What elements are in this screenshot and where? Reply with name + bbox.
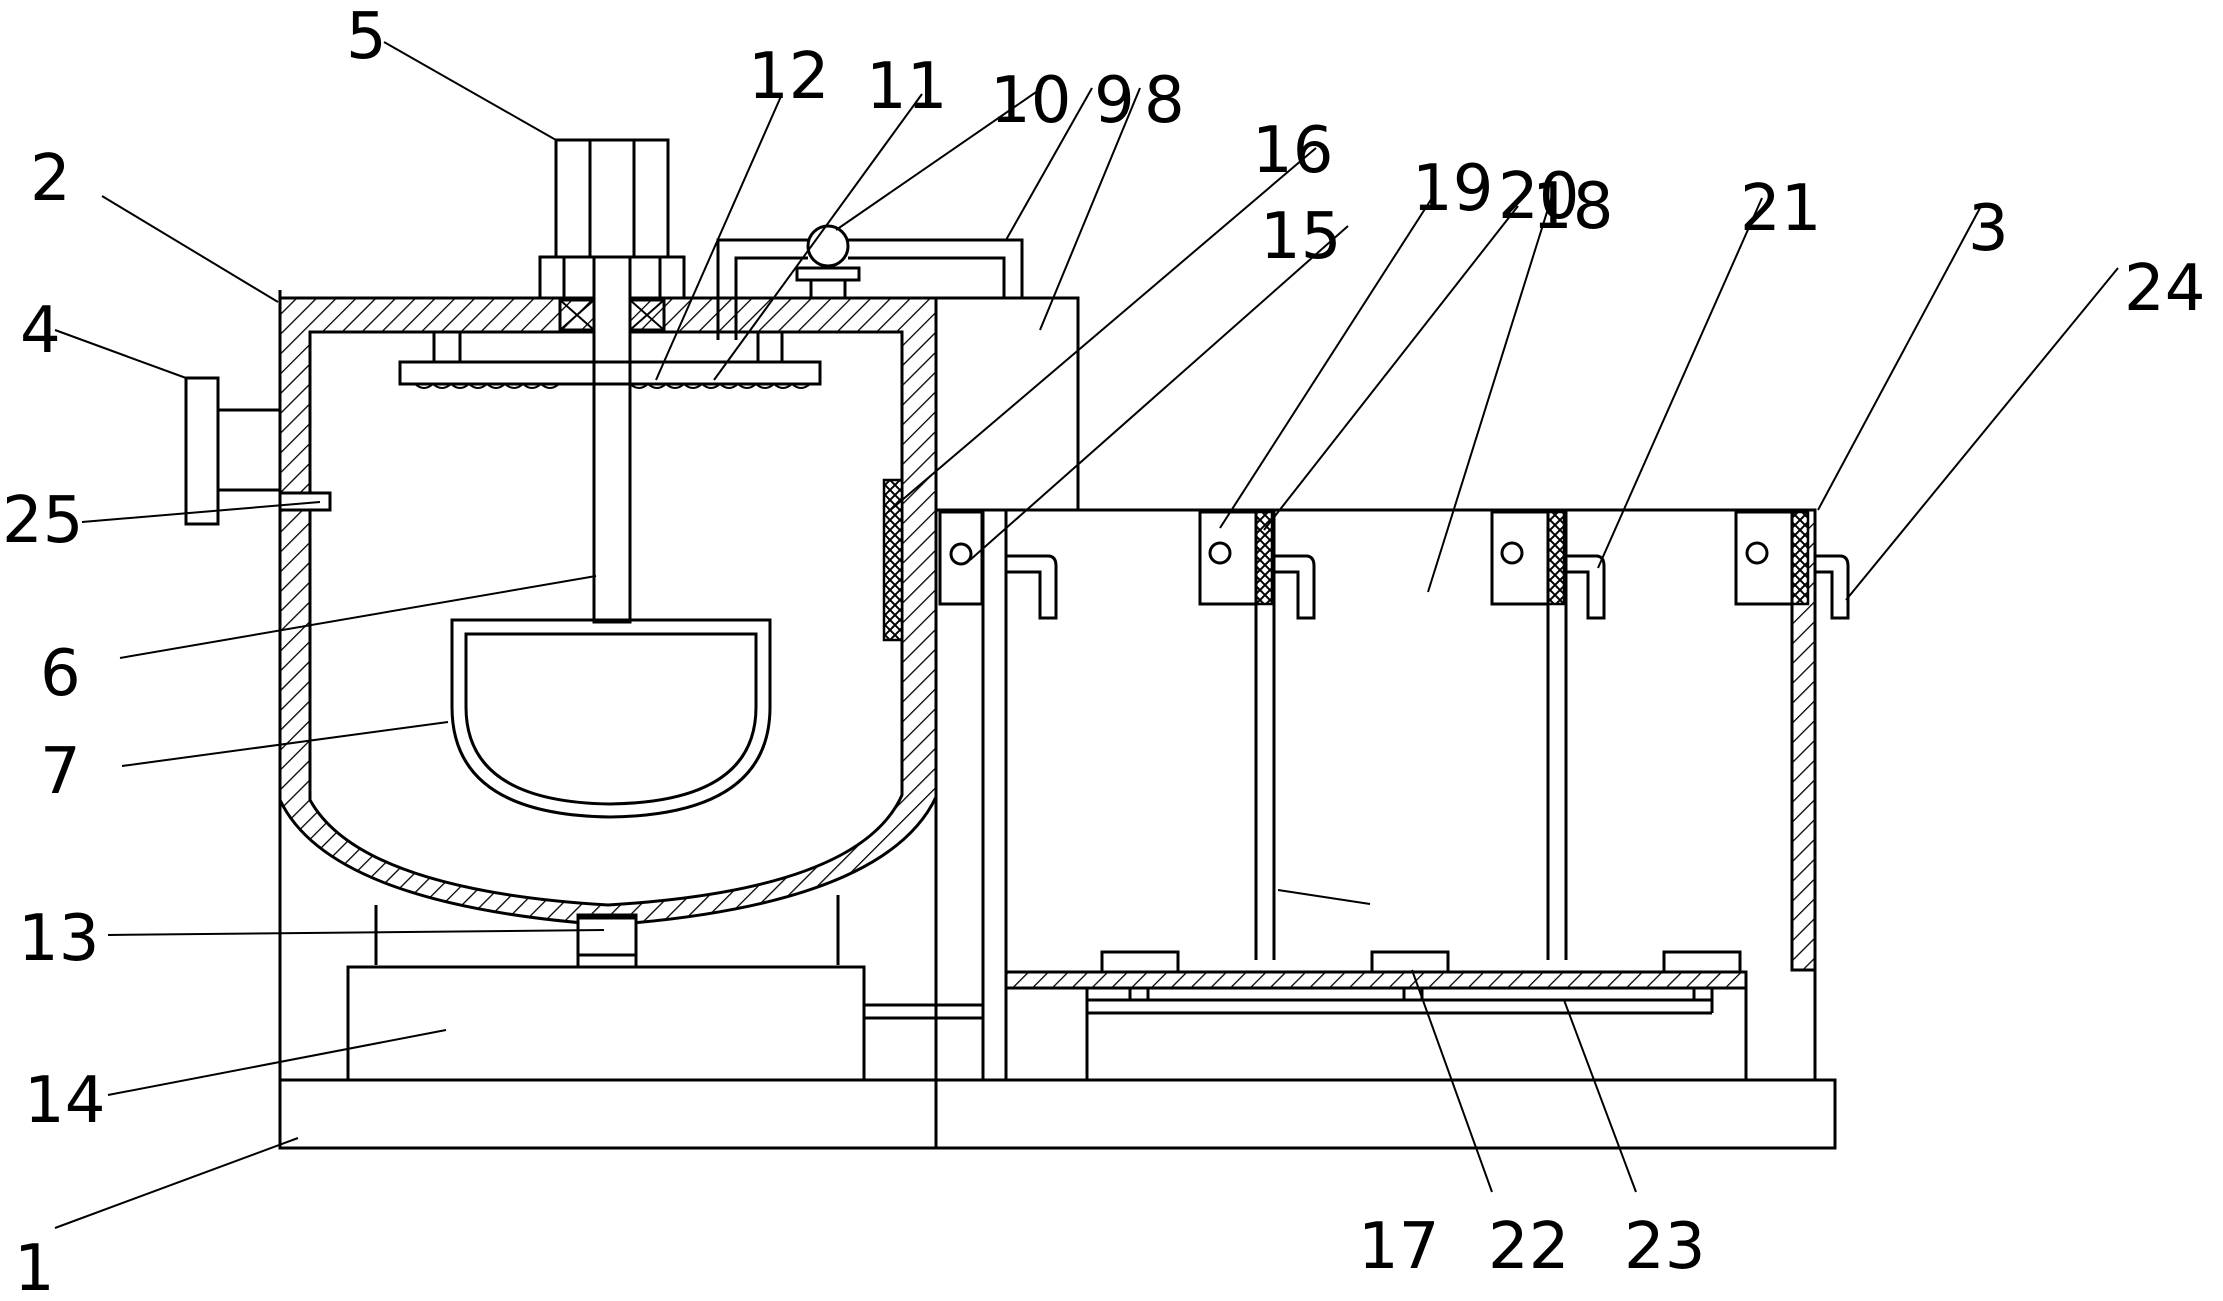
label-5: 5 [346, 0, 387, 74]
label-15: 15 [1260, 200, 1341, 274]
water-pump [795, 224, 861, 300]
label-3: 3 [1968, 192, 2009, 266]
label-2: 2 [30, 142, 71, 216]
label-7: 7 [40, 735, 81, 809]
label-17: 17 [1358, 1210, 1439, 1284]
spray-header [398, 332, 822, 389]
stirring-basket [450, 618, 772, 819]
separator-box [864, 508, 1817, 1080]
collecting-pipe [1087, 988, 1714, 1015]
label-9: 9 [1094, 64, 1135, 138]
label-18: 18 [1532, 170, 1613, 244]
partition-plates [1254, 510, 1568, 960]
motor-base [346, 895, 866, 1082]
label-11: 11 [866, 50, 947, 124]
discharge-hooks [1006, 554, 1850, 620]
stirring-shaft [592, 255, 632, 624]
hinge-blocks [938, 510, 1794, 606]
filter-screens [1254, 510, 1810, 606]
leader-lines [54, 41, 2119, 1229]
water-tank [934, 296, 1080, 512]
label-25: 25 [2, 484, 83, 558]
label-14: 14 [24, 1064, 105, 1138]
base-plate [278, 290, 1837, 1150]
label-8: 8 [1144, 64, 1185, 138]
label-16: 16 [1252, 114, 1333, 188]
stirring-motor [538, 138, 686, 332]
label-23: 23 [1624, 1210, 1705, 1284]
observation-window [882, 478, 904, 642]
label-6: 6 [40, 637, 81, 711]
label-13: 13 [18, 902, 99, 976]
label-1: 1 [14, 1232, 55, 1301]
spray-nozzles [414, 382, 811, 389]
feed-inlet [184, 376, 332, 526]
label-10: 10 [990, 64, 1071, 138]
label-24: 24 [2124, 252, 2205, 326]
label-4: 4 [20, 294, 61, 368]
label-22: 22 [1488, 1210, 1569, 1284]
label-19: 19 [1412, 152, 1493, 226]
label-12: 12 [748, 40, 829, 114]
label-21: 21 [1740, 172, 1821, 246]
label-20: 20 [1498, 160, 1579, 234]
